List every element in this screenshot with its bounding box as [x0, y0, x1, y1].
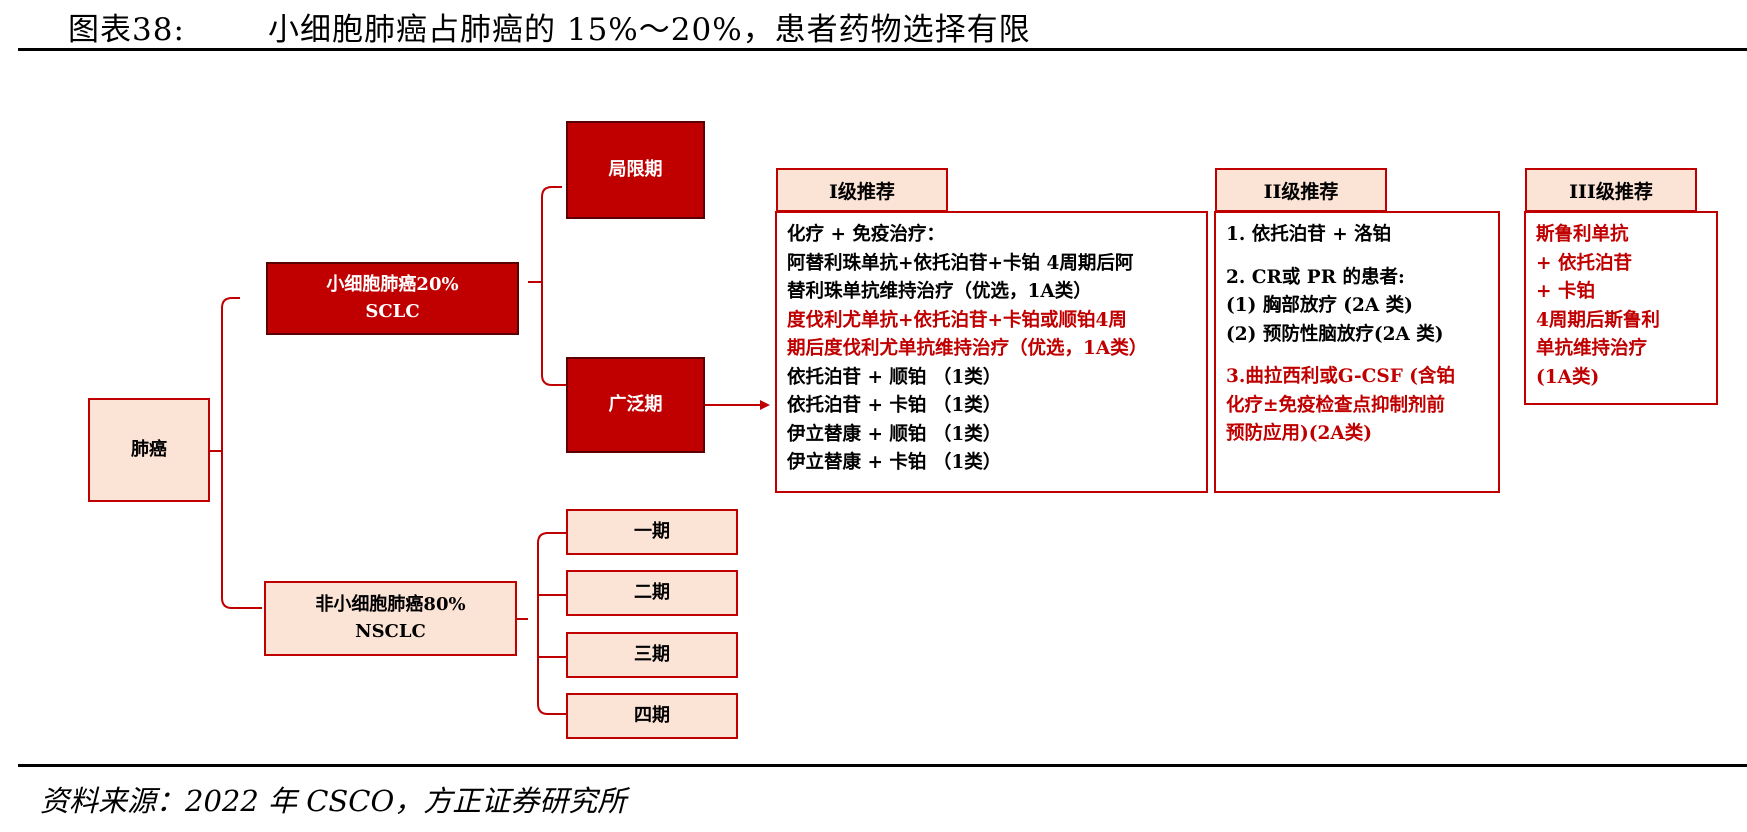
extensive-stage-label: 广泛期 — [608, 393, 663, 415]
figure-label: 图表38: — [68, 12, 185, 48]
stage-3-label: 三期 — [634, 643, 670, 665]
level2-line-5: 3.曲拉西利或G-CSF (含铂 — [1226, 366, 1456, 387]
lung-cancer-node: 肺癌 — [88, 398, 210, 502]
level3-line-6: (1A类) — [1536, 366, 1600, 388]
lung-cancer-label: 肺癌 — [131, 438, 167, 460]
sclc-abbr: SCLC — [365, 300, 420, 322]
stage-1-node: 一期 — [566, 509, 738, 555]
stage-3-node: 三期 — [566, 632, 738, 678]
level1-line-5: 期后度伐利尤单抗维持治疗（优选，1A类） — [787, 338, 1148, 359]
level1-tab: I级推荐 — [776, 168, 948, 212]
level3-panel: 斯鲁利单抗 + 依托泊苷 + 卡铂 4周期后斯鲁利 单抗维持治疗 (1A类) — [1524, 211, 1718, 405]
level2-line-4: (2) 预防性脑放疗(2A 类) — [1226, 323, 1444, 345]
source-note: 资料来源：2022 年 CSCO，方正证券研究所 — [40, 784, 627, 818]
level1-line-9: 伊立替康 + 卡铂 （1类） — [787, 452, 1002, 473]
level3-line-3: + 卡铂 — [1536, 281, 1595, 302]
level3-line-5: 单抗维持治疗 — [1536, 338, 1648, 359]
stage-4-label: 四期 — [634, 704, 670, 726]
level3-tab-label: III级推荐 — [1569, 180, 1653, 203]
extensive-stage-node: 广泛期 — [566, 357, 705, 453]
stage-1-label: 一期 — [634, 520, 670, 542]
limited-stage-node: 局限期 — [566, 121, 705, 219]
level1-line-2: 阿替利珠单抗+依托泊苷+卡铂 4周期后阿 — [787, 252, 1134, 274]
level2-line-7: 预防应用)(2A类) — [1226, 423, 1372, 444]
nsclc-abbr: NSCLC — [355, 620, 426, 642]
figure-title: 图表38: 小细胞肺癌占肺癌的 15%～20%，患者药物选择有限 — [68, 4, 1031, 49]
level2-line-1: 1. 依托泊苷 + 洛铂 — [1226, 224, 1392, 245]
limited-stage-label: 局限期 — [608, 158, 663, 180]
nsclc-node: 非小细胞肺癌80% NSCLC — [264, 581, 517, 656]
level2-line-6: 化疗±免疫检查点抑制剂前 — [1226, 394, 1446, 416]
stage-2-label: 二期 — [634, 581, 670, 603]
level1-line-6: 依托泊苷 + 顺铂 （1类） — [787, 366, 1002, 388]
level2-tab-label: II级推荐 — [1263, 180, 1339, 203]
level2-panel: 1. 依托泊苷 + 洛铂 2. CR或 PR 的患者: (1) 胸部放疗 (2A… — [1214, 211, 1500, 493]
level3-line-1: 斯鲁利单抗 — [1536, 224, 1629, 245]
level3-line-2: + 依托泊苷 — [1536, 252, 1632, 274]
top-rule — [18, 48, 1747, 51]
sclc-label: 小细胞肺癌20% — [326, 274, 459, 296]
figure-title-text: 小细胞肺癌占肺癌的 15%～20%，患者药物选择有限 — [268, 12, 1031, 48]
level3-line-4: 4周期后斯鲁利 — [1536, 309, 1660, 331]
level1-line-4: 度伐利尤单抗+依托泊苷+卡铂或顺铂4周 — [787, 309, 1127, 331]
level1-line-8: 伊立替康 + 顺铂 （1类） — [787, 423, 1002, 445]
stage-4-node: 四期 — [566, 693, 738, 739]
level2-line-3: (1) 胸部放疗 (2A 类) — [1226, 295, 1413, 316]
level3-tab: III级推荐 — [1525, 168, 1697, 212]
level1-line-7: 依托泊苷 + 卡铂 （1类） — [787, 395, 1002, 416]
level2-tab: II级推荐 — [1215, 168, 1387, 212]
level1-tab-label: I级推荐 — [829, 180, 895, 203]
level2-line-2: 2. CR或 PR 的患者: — [1226, 266, 1405, 288]
level1-line-1: 化疗 + 免疫治疗： — [787, 224, 945, 245]
sclc-node: 小细胞肺癌20% SCLC — [266, 262, 519, 335]
bottom-rule — [18, 764, 1747, 767]
stage-2-node: 二期 — [566, 570, 738, 616]
level1-panel: 化疗 + 免疫治疗： 阿替利珠单抗+依托泊苷+卡铂 4周期后阿替利珠单抗维持治疗（… — [775, 211, 1208, 493]
nsclc-label: 非小细胞肺癌80% — [315, 594, 466, 616]
level1-line-3: 替利珠单抗维持治疗（优选，1A类） — [787, 281, 1092, 302]
